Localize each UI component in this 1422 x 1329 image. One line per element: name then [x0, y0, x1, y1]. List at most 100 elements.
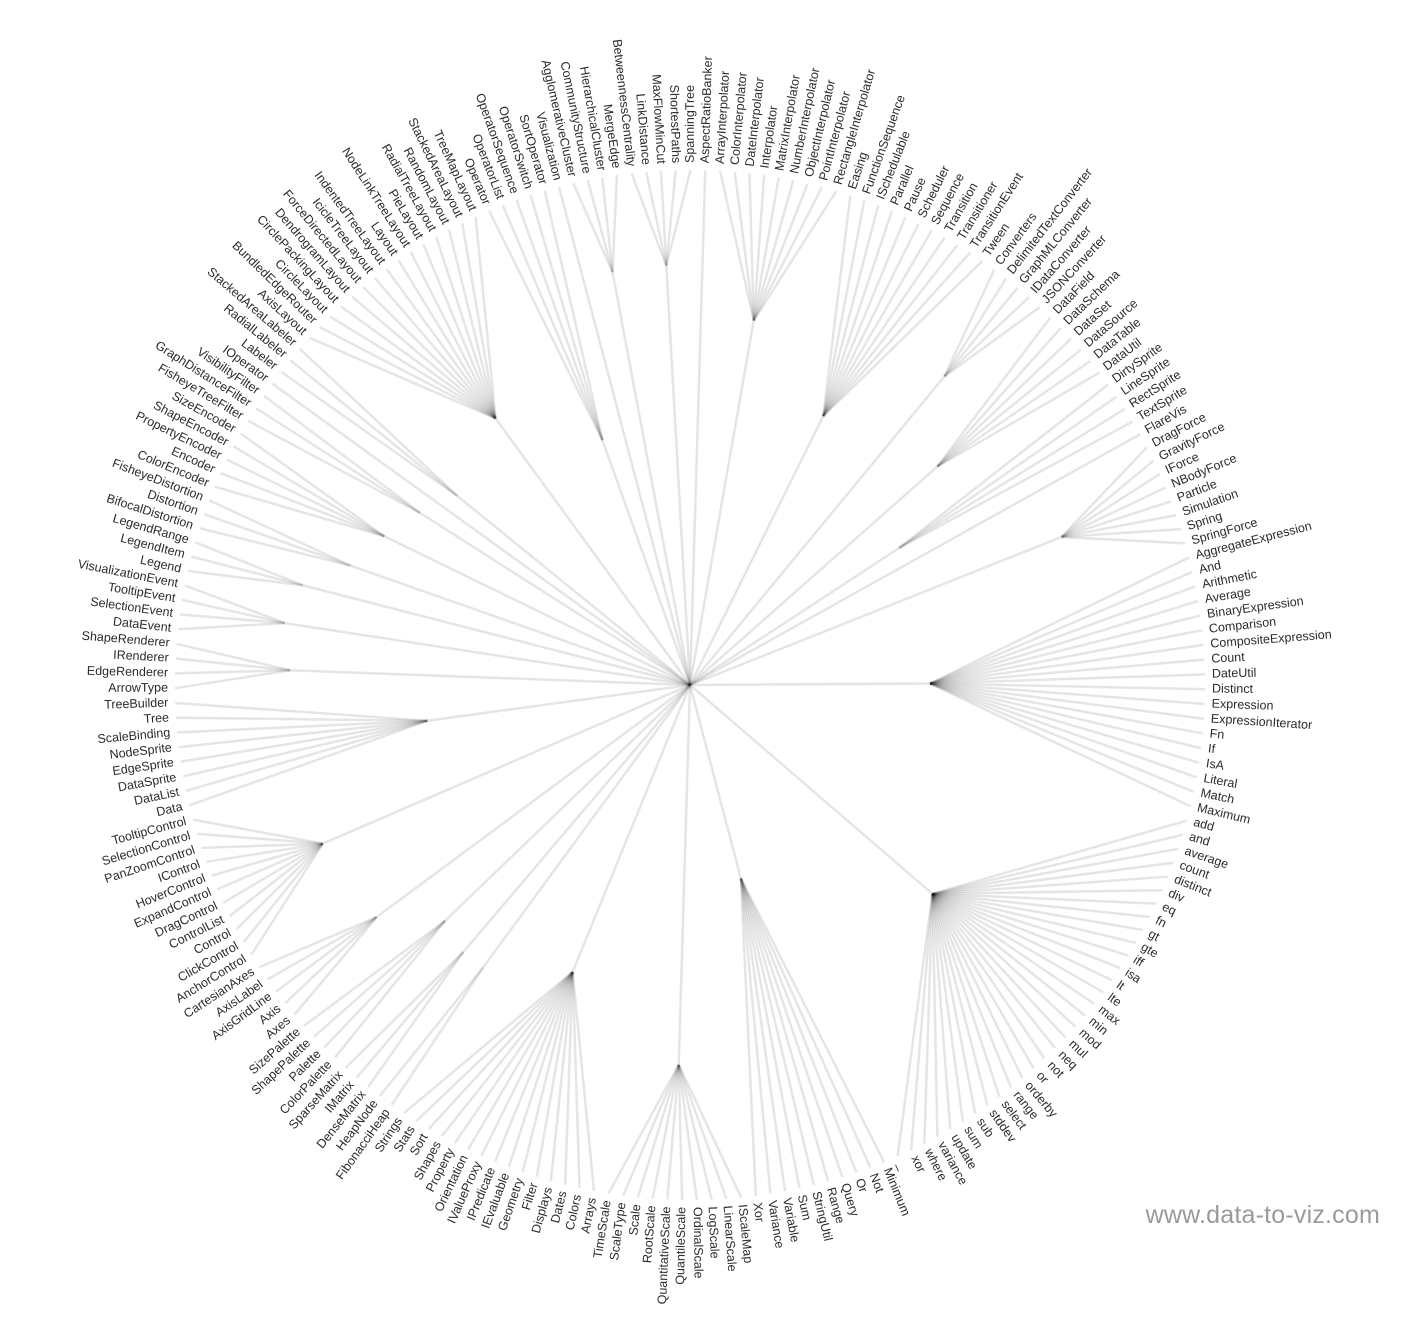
leaf-link	[630, 172, 668, 267]
leaf-link	[748, 173, 755, 321]
leaf-link	[929, 673, 1205, 685]
leaf-link	[929, 599, 1199, 685]
leaf-link	[176, 642, 291, 672]
leaf-link	[390, 966, 485, 1106]
leaf-link	[739, 878, 787, 1192]
leaf-link	[488, 210, 604, 441]
leaf-label: QuantileScale	[673, 1207, 688, 1285]
leaf-link	[718, 170, 755, 321]
group-link-events	[284, 621, 691, 687]
group-link-filter	[419, 511, 691, 687]
leaf-link	[932, 833, 1184, 896]
leaf-link	[932, 892, 1129, 957]
leaf-link	[739, 878, 816, 1186]
leaf-link	[1061, 535, 1186, 545]
leaf-link	[932, 892, 1137, 945]
leaf-link	[821, 195, 852, 417]
leaf-link	[415, 971, 574, 1123]
leaf-link	[943, 286, 1019, 378]
leaf-label: Count	[1211, 650, 1246, 666]
group-link-query	[689, 682, 931, 687]
leaf-link	[385, 268, 497, 420]
group-link-scale	[677, 684, 692, 1065]
leaf-link	[1061, 527, 1181, 539]
leaf-link	[461, 222, 497, 419]
leaf-link	[822, 210, 893, 417]
leaf-link	[440, 971, 574, 1137]
group-link-controls	[322, 683, 691, 845]
leaf-link	[247, 419, 421, 515]
leaf-label: SpanningTree	[683, 85, 697, 163]
leaf-link	[931, 892, 1096, 1006]
leaf-label: IScaleMap	[736, 1204, 756, 1264]
leaf-label: eq	[1160, 900, 1179, 919]
leaf-link	[557, 186, 626, 434]
leaf-link	[931, 893, 965, 1122]
leaf-link	[293, 916, 378, 1016]
leaf-link	[409, 251, 497, 419]
leaf-label: MaxFlowMinCut	[649, 74, 668, 165]
leaf-link	[175, 657, 291, 672]
leaf-link	[323, 919, 446, 1049]
leaf-link	[931, 892, 1077, 1028]
leaf-link	[821, 200, 866, 417]
leaf-link	[936, 348, 1082, 468]
leaf-link	[178, 719, 428, 749]
leaf-link	[622, 1064, 680, 1197]
group-link-label	[456, 494, 691, 686]
leaf-link	[303, 919, 446, 1027]
leaf-link	[898, 383, 1110, 549]
leaf-link	[180, 719, 428, 764]
leaf-link	[822, 244, 959, 417]
leaf-link	[929, 682, 1203, 735]
group-link-interpolate	[688, 320, 755, 686]
leaf-label: DateUtil	[1212, 666, 1257, 681]
leaf-link	[936, 359, 1092, 468]
group-link-physics	[689, 535, 1063, 687]
leaf-link	[176, 716, 428, 722]
leaf-link	[752, 190, 838, 322]
leaf-label: QuantitativeScale	[655, 1206, 673, 1305]
leaf-label: DataEvent	[112, 614, 172, 634]
leaf-link	[960, 433, 1141, 536]
leaf-link	[1061, 486, 1167, 539]
leaf-label: Not	[867, 1171, 887, 1195]
leaf-link	[677, 1064, 713, 1200]
leaf-link	[932, 875, 1169, 896]
leaf-link	[263, 394, 421, 514]
leaf-link	[739, 878, 772, 1194]
leaf-label: Tree	[143, 710, 169, 726]
leaf-label: LogScale	[706, 1206, 722, 1259]
leaf-link	[929, 628, 1203, 685]
leaf-link	[427, 971, 574, 1130]
leaf-link	[943, 277, 1008, 378]
leaf-link	[943, 268, 996, 377]
leaf-label: Scale	[626, 1204, 643, 1237]
group-link-flex	[689, 533, 962, 687]
leaf-link	[651, 1064, 680, 1199]
watermark-text: www.data-to-viz.com	[1145, 1201, 1380, 1229]
leaf-link	[739, 877, 858, 1173]
leaf-link	[929, 682, 1192, 808]
group-link-axis	[375, 683, 691, 919]
leaf-link	[351, 295, 497, 420]
leaf-link	[931, 893, 952, 1130]
leaf-link	[733, 171, 755, 321]
leaf-link	[929, 682, 1198, 779]
leaf-link	[242, 842, 324, 943]
leaf-link	[931, 892, 1113, 982]
leaf-link	[929, 682, 1206, 691]
group-link-graph	[665, 265, 692, 686]
leaf-link	[896, 893, 934, 1157]
leaf-link	[1061, 513, 1177, 539]
leaf-label: Or	[853, 1177, 871, 1195]
leaf-link	[367, 951, 465, 1088]
leaf-link	[601, 177, 614, 273]
leaf-link	[739, 878, 801, 1189]
leaf-link	[199, 526, 351, 567]
leaf-link	[822, 222, 920, 417]
leaf-link	[275, 916, 378, 993]
leaf-link	[453, 971, 574, 1144]
leaf-link	[822, 260, 984, 418]
leaf-link	[932, 892, 1150, 919]
